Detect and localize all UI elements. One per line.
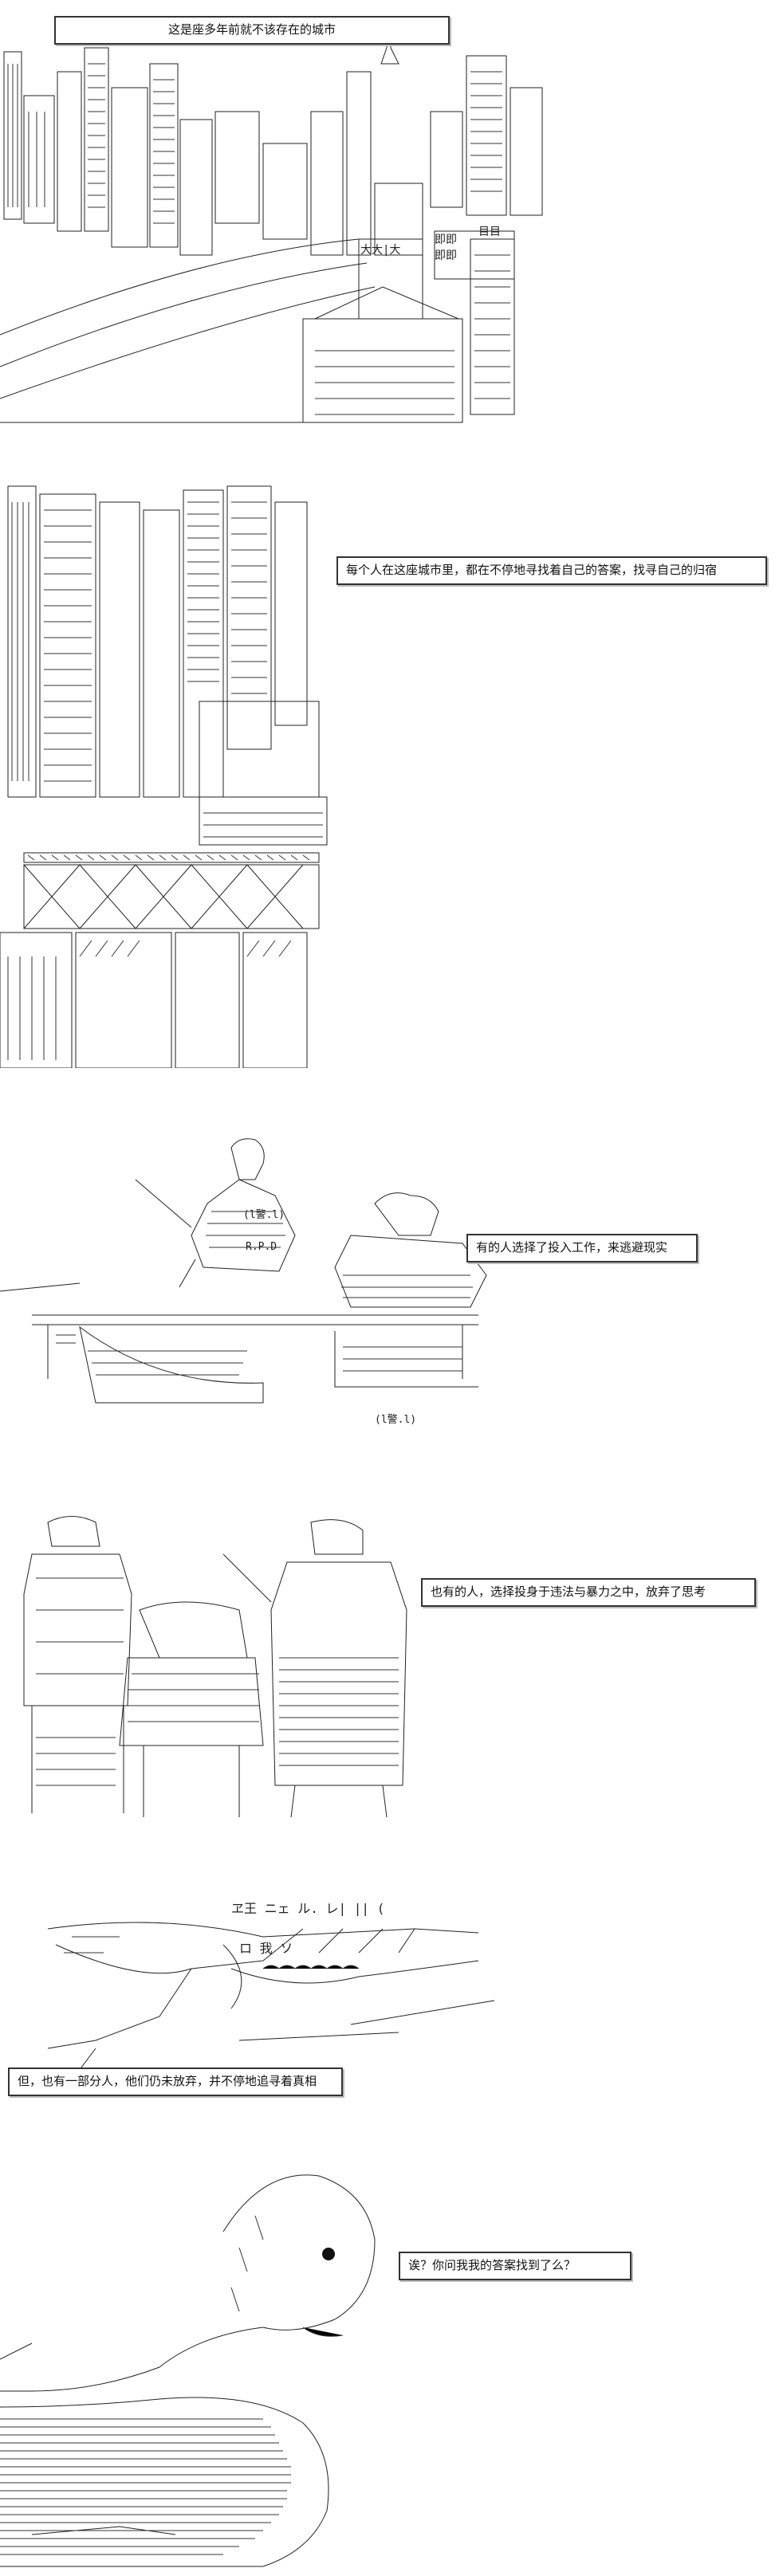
- caption-box: 每个人在这座城市里，都在不停地寻找着自己的答案，找寻自己的归宿: [336, 556, 767, 585]
- police-work-art: R.P.D (l警.l) (l警.l): [0, 1138, 487, 1426]
- caption-box: 但，也有一部分人，他们仍未放弃，并不停地追寻着真相: [8, 2067, 343, 2096]
- eye-icon: [322, 2248, 335, 2260]
- police-badge: (l警.l): [375, 1413, 416, 1426]
- panel-city-skyline: 大大|大 目目 即即 即即 这是座多年前就不该存在的城市: [0, 0, 783, 446]
- seekers-art: ヱ王 ニェ ル. レ| || ( ロ 我 ソ: [47, 1901, 495, 2081]
- city-skyline-art: 大大|大 目目 即即 即即: [0, 15, 543, 423]
- criminals-art: [23, 1516, 407, 1818]
- caption-box: 有的人选择了投入工作，来逃避现实: [466, 1234, 698, 1262]
- panel-police-work: R.P.D (l警.l) (l警.l) 有的人选择了投入工作，来逃避现实: [0, 1116, 783, 1467]
- caption-box: 这是座多年前就不该存在的城市: [54, 16, 450, 45]
- narrator-art: [0, 2174, 376, 2567]
- panel-dense-city: 每个人在这座城市里，都在不停地寻找着自己的答案，找寻自己的归宿: [0, 462, 783, 1068]
- city-sign-4: 即即: [435, 249, 457, 262]
- sfx-text: ロ 我 ソ: [239, 1941, 293, 1956]
- city-sign-3: 即即: [435, 234, 457, 246]
- caption-box: 也有的人，选择投身于违法与暴力之中，放弃了思考: [421, 1578, 756, 1607]
- city-sign-2: 目目: [478, 226, 501, 238]
- panel-narrator: 诶？你问我我的答案找到了么？: [0, 2152, 783, 2576]
- panel-seekers: ヱ王 ニェ ル. レ| || ( ロ 我 ソ 但，也有一部分人，他们仍未放弃，并…: [0, 1881, 783, 2120]
- panel-criminals: 也有的人，选择投身于违法与暴力之中，放弃了思考: [0, 1498, 783, 1833]
- dense-city-art: [0, 485, 328, 1068]
- rpd-label: R.P.D: [246, 1241, 277, 1253]
- police-badge: (l警.l): [243, 1208, 285, 1221]
- sfx-text: ヱ王 ニェ ル. レ| || (: [231, 1901, 384, 1916]
- city-sign-1: 大大|大: [360, 244, 400, 257]
- caption-box: 诶？你问我我的答案找到了么？: [399, 2252, 632, 2280]
